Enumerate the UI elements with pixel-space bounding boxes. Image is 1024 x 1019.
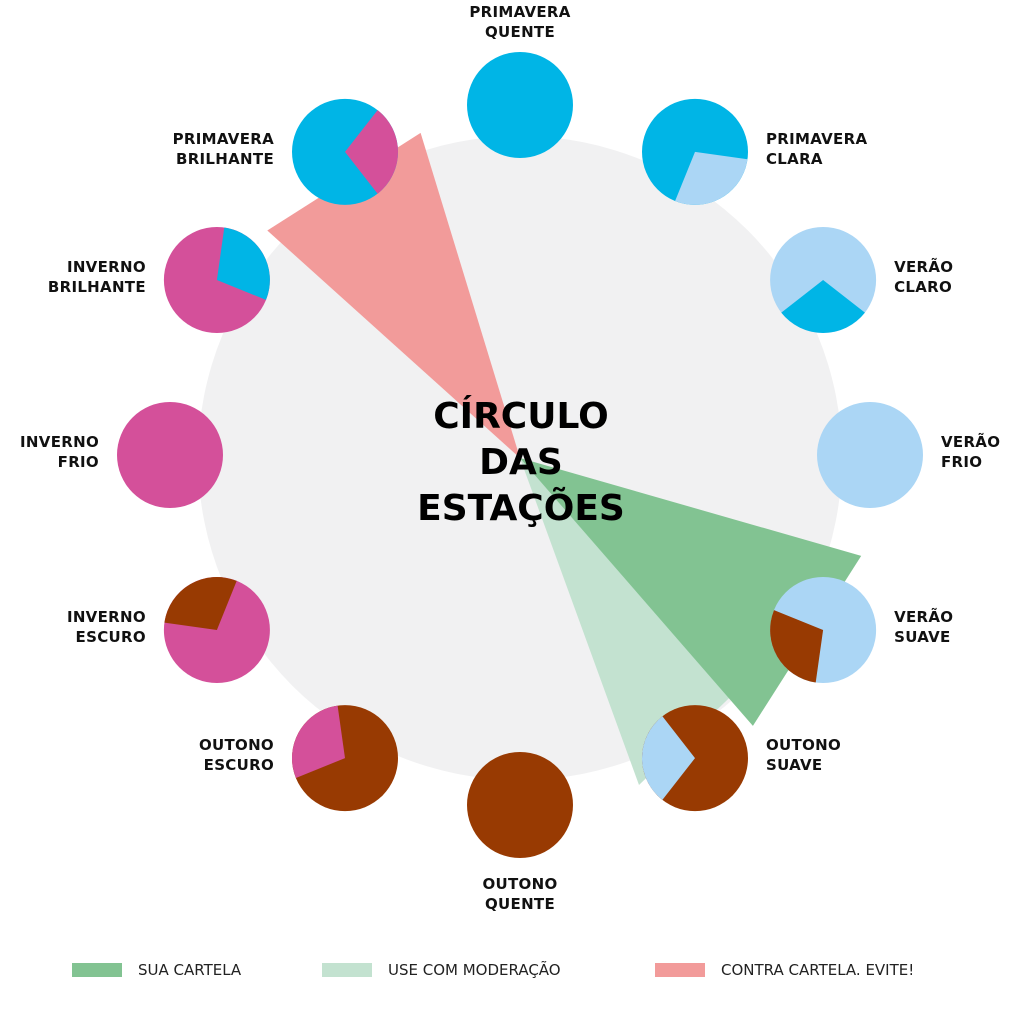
legend-label-moderacao: USE COM MODERAÇÃO — [388, 961, 561, 979]
season-label-line: CLARA — [766, 150, 823, 168]
season-label-line: VERÃO — [894, 607, 953, 626]
legend-swatch-moderacao — [322, 963, 372, 977]
legend-item-sua-cartela: SUA CARTELA — [72, 955, 241, 985]
season-dot-accent — [164, 577, 237, 630]
season-label-line: FRIO — [941, 453, 982, 471]
season-label-line: INVERNO — [67, 258, 146, 276]
season-dot-verao-suave — [770, 577, 877, 683]
legend-item-contra: CONTRA CARTELA. EVITE! — [655, 955, 914, 985]
legend: SUA CARTELA USE COM MODERAÇÃO CONTRA CAR… — [0, 955, 1024, 985]
season-dot-inverno-frio — [117, 402, 223, 508]
season-dot-primavera-clara — [642, 98, 748, 205]
season-label-line: INVERNO — [67, 608, 146, 626]
season-dot-verao-frio — [817, 402, 923, 508]
season-dot-outono-escuro — [292, 705, 398, 812]
season-label-outono-escuro: OUTONO ESCURO — [199, 736, 274, 774]
season-dot-fill — [117, 402, 223, 508]
season-label-line: PRIMAVERA — [766, 130, 867, 148]
season-dot-inverno-brilhante — [163, 227, 270, 333]
season-label-verao-frio: VERÃO FRIO — [941, 432, 1000, 471]
season-label-verao-claro: VERÃO CLARO — [894, 257, 953, 296]
season-label-line: OUTONO — [482, 875, 557, 893]
season-label-line: PRIMAVERA — [469, 3, 570, 21]
season-label-inverno-frio: INVERNO FRIO — [20, 433, 99, 471]
season-dot-fill — [467, 752, 573, 858]
wedge-contra — [267, 132, 520, 458]
season-label-outono-quente: OUTONO QUENTE — [482, 875, 557, 913]
season-label-line: ESCURO — [76, 628, 146, 646]
legend-item-moderacao: USE COM MODERAÇÃO — [322, 955, 561, 985]
season-dot-inverno-escuro — [163, 577, 270, 683]
season-dot-fill — [817, 402, 923, 508]
season-label-line: FRIO — [58, 453, 99, 471]
season-label-primavera-brilhante: PRIMAVERA BRILHANTE — [173, 130, 274, 168]
season-dot-accent — [641, 716, 695, 800]
season-label-line: CLARO — [894, 278, 952, 296]
diagram-title-line: DAS — [479, 442, 563, 483]
season-label-line: OUTONO — [766, 736, 841, 754]
season-label-line: ESCURO — [204, 756, 274, 774]
diagram-title-line: ESTAÇÕES — [417, 487, 625, 529]
legend-label-contra: CONTRA CARTELA. EVITE! — [721, 961, 915, 979]
season-label-primavera-clara: PRIMAVERA CLARA — [766, 130, 867, 168]
season-label-outono-suave: OUTONO SUAVE — [766, 736, 841, 774]
season-dot-outono-suave — [641, 705, 748, 812]
season-label-primavera-quente: PRIMAVERA QUENTE — [469, 3, 570, 41]
season-label-verao-suave: VERÃO SUAVE — [894, 607, 953, 646]
season-label-inverno-escuro: INVERNO ESCURO — [67, 608, 146, 646]
legend-swatch-contra — [655, 963, 705, 977]
season-dot-primavera-brilhante — [292, 98, 399, 205]
season-dot-outono-quente — [467, 752, 573, 858]
season-label-line: BRILHANTE — [48, 278, 146, 296]
season-label-line: OUTONO — [199, 736, 274, 754]
season-label-line: PRIMAVERA — [173, 130, 274, 148]
season-label-line: VERÃO — [941, 432, 1000, 451]
legend-label-sua-cartela: SUA CARTELA — [138, 961, 242, 979]
season-label-line: SUAVE — [894, 628, 950, 646]
legend-swatch-sua-cartela — [72, 963, 122, 977]
season-label-line: BRILHANTE — [176, 150, 274, 168]
season-dot-fill — [467, 52, 573, 158]
season-label-line: QUENTE — [485, 895, 555, 913]
season-dot-accent — [781, 280, 865, 334]
diagram-title-line: CÍRCULO — [433, 395, 608, 437]
season-dot-accent — [216, 227, 270, 300]
season-label-line: INVERNO — [20, 433, 99, 451]
season-dot-accent — [292, 705, 345, 778]
season-label-line: QUENTE — [485, 23, 555, 41]
season-label-inverno-brilhante: INVERNO BRILHANTE — [48, 258, 146, 296]
season-label-line: VERÃO — [894, 257, 953, 276]
season-label-line: SUAVE — [766, 756, 822, 774]
season-dot-accent — [675, 151, 748, 205]
wedge-sua-cartela — [520, 458, 862, 726]
season-dot-verao-claro — [770, 227, 877, 334]
season-dot-accent — [770, 610, 824, 683]
season-dot-accent — [345, 110, 399, 194]
season-dot-primavera-quente — [467, 52, 573, 158]
